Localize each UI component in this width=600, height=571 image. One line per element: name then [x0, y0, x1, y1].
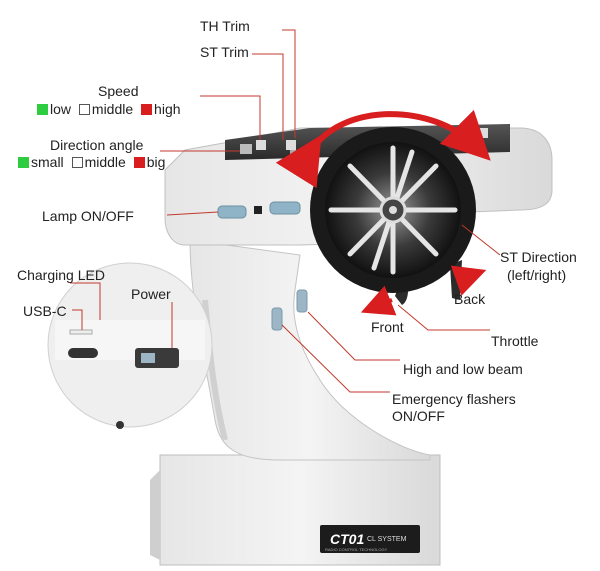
speed-legend: low middle high — [37, 101, 185, 117]
lamp-button-right — [269, 201, 301, 215]
speed-switch — [240, 144, 252, 154]
st-trim-label: ST Trim — [200, 44, 249, 60]
model-badge — [320, 525, 420, 553]
system-badge-text: CL SYSTEM — [367, 536, 407, 543]
charging-led-label: Charging LED — [17, 267, 105, 283]
beam-label: High and low beam — [403, 361, 523, 377]
usb-c-label: USB-C — [23, 303, 67, 319]
beam-button — [296, 289, 308, 313]
speed-middle: middle — [91, 101, 134, 117]
white-square-icon — [78, 104, 90, 115]
st-direction-sublabel: (left/right) — [507, 267, 567, 283]
flashers-sublabel: ON/OFF — [392, 408, 445, 424]
leader-lines — [70, 29, 501, 393]
back-arrow — [450, 265, 487, 296]
angle-small: small — [31, 154, 64, 170]
flashers-label: Emergency flashers — [392, 391, 516, 407]
lamp-label: Lamp ON/OFF — [42, 208, 134, 224]
angle-switch — [290, 150, 302, 158]
direction-angle-label: Direction angle — [50, 137, 144, 153]
speed-label: Speed — [98, 83, 139, 99]
model-badge-text: CT01 — [330, 531, 364, 547]
th-trim-button — [256, 140, 266, 150]
green-square-icon — [18, 157, 29, 168]
throttle-label: Throttle — [491, 333, 539, 349]
back-label: Back — [454, 291, 486, 307]
st-trim-button — [286, 140, 296, 150]
power-label: Power — [131, 286, 171, 302]
th-trim-label: TH Trim — [200, 18, 250, 34]
white-square-icon — [71, 157, 83, 168]
speed-low: low — [50, 101, 72, 117]
usb-c-port — [68, 348, 98, 358]
st-direction-label: ST Direction — [500, 249, 577, 265]
rotation-arrow — [275, 109, 491, 189]
green-square-icon — [37, 104, 48, 115]
lamp-button-left — [217, 205, 247, 219]
front-arrow — [360, 285, 397, 316]
angle-big: big — [146, 154, 166, 170]
red-square-icon — [141, 104, 153, 115]
flashers-button — [271, 307, 283, 331]
charging-led — [69, 329, 93, 335]
red-square-icon — [133, 157, 145, 168]
speed-high: high — [154, 101, 181, 117]
front-label: Front — [371, 319, 404, 335]
angle-legend: small middle big — [18, 154, 169, 170]
angle-middle: middle — [84, 154, 126, 170]
tagline-text: RADIO CONTROL TECHNOLOGY — [325, 547, 388, 552]
